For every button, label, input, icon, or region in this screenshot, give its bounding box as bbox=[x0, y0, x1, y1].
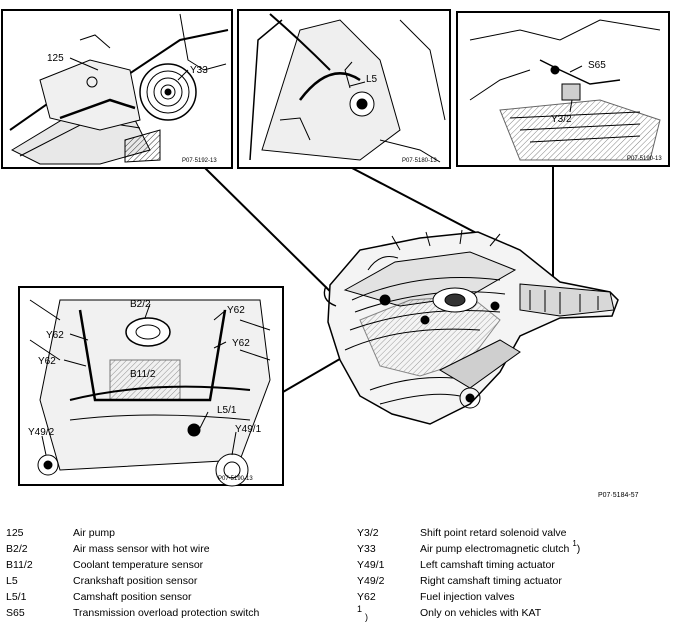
label-l5: L5 bbox=[366, 74, 378, 85]
legend-code: B11/2 bbox=[6, 559, 33, 571]
legend-desc: Transmission overload protection switch bbox=[73, 607, 260, 619]
legend: 125 Air pump B2/2 Air mass sensor with h… bbox=[0, 522, 676, 628]
legend-desc: Camshaft position sensor bbox=[73, 591, 192, 603]
inset-top-right: S65 Y3/2 P07·5190-13 bbox=[456, 11, 670, 167]
label-y62-c: Y62 bbox=[38, 356, 56, 367]
label-y62-a: Y62 bbox=[227, 305, 245, 316]
legend-desc: Air pump bbox=[73, 527, 116, 539]
label-y3-2: Y3/2 bbox=[551, 114, 572, 125]
label-y62-d: Y62 bbox=[232, 338, 250, 349]
inset-top-left-ref: P07·5192-13 bbox=[182, 158, 217, 164]
footnote-desc: Only on vehicles with KAT bbox=[420, 607, 542, 619]
legend-code: Y62 bbox=[357, 591, 376, 603]
legend-code: Y3/2 bbox=[357, 527, 379, 539]
legend-code: B2/2 bbox=[6, 543, 28, 555]
label-y49-2: Y49/2 bbox=[28, 427, 55, 438]
legend-desc: Right camshaft timing actuator bbox=[420, 575, 562, 587]
engine-drawing bbox=[323, 229, 619, 425]
inset-bottom-left: B2/2 Y62 Y62 Y62 Y62 B11/2 L5/1 Y49/2 Y4… bbox=[18, 286, 284, 487]
legend-code: L5 bbox=[6, 575, 18, 587]
footnote-paren: ) bbox=[576, 543, 581, 555]
footnote-mark: 1 bbox=[572, 539, 577, 548]
legend-code: 125 bbox=[6, 527, 24, 539]
inset-top-center: L5 P07·5180-13 bbox=[237, 9, 451, 169]
legend-desc: Fuel injection valves bbox=[420, 591, 515, 603]
label-125: 125 bbox=[47, 53, 64, 64]
legend-code: Y49/2 bbox=[357, 575, 385, 587]
legend-desc-text: Air pump electromagnetic clutch bbox=[420, 543, 570, 555]
engine-diagram: P07·5184-57 125 Y33 P07·5192-13 bbox=[1, 9, 670, 499]
legend-code: Y33 bbox=[357, 543, 376, 555]
label-y33: Y33 bbox=[190, 65, 208, 76]
legend-desc: Shift point retard solenoid valve bbox=[420, 527, 567, 539]
main-ref: P07·5184-57 bbox=[598, 492, 639, 499]
legend-desc: Left camshaft timing actuator bbox=[420, 559, 555, 571]
legend-code: Y49/1 bbox=[357, 559, 385, 571]
legend-code: L5/1 bbox=[6, 591, 27, 603]
footnote-paren: ) bbox=[365, 612, 368, 622]
legend-desc: Air pump electromagnetic clutch 1) bbox=[420, 539, 581, 557]
legend-desc: Air mass sensor with hot wire bbox=[73, 543, 210, 555]
label-y49-1: Y49/1 bbox=[235, 424, 262, 435]
footnote-marker: 1 bbox=[357, 604, 363, 614]
inset-bottom-left-ref: P07·5190-13 bbox=[218, 476, 253, 482]
label-s65: S65 bbox=[588, 60, 606, 71]
legend-code: S65 bbox=[6, 607, 25, 619]
label-b11-2: B11/2 bbox=[130, 369, 156, 380]
label-y62-b: Y62 bbox=[46, 330, 64, 341]
label-l5-1: L5/1 bbox=[217, 405, 237, 416]
legend-desc: Crankshaft position sensor bbox=[73, 575, 198, 587]
label-b2-2: B2/2 bbox=[130, 299, 151, 310]
inset-top-center-ref: P07·5180-13 bbox=[402, 158, 437, 164]
inset-top-right-ref: P07·5190-13 bbox=[627, 156, 662, 162]
inset-top-left: 125 Y33 P07·5192-13 bbox=[1, 9, 233, 169]
legend-desc: Coolant temperature sensor bbox=[73, 559, 204, 571]
